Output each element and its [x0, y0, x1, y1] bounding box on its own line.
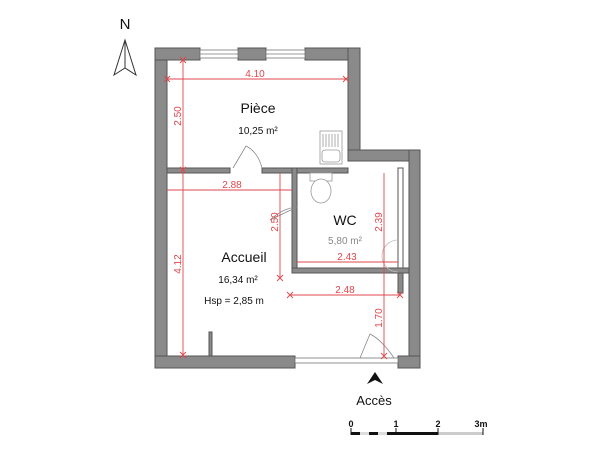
- walls: [154, 47, 421, 369]
- room-area-piece: 10,25 m²: [238, 126, 278, 137]
- dimension-ticks: [163, 56, 404, 360]
- dimension-lines: [167, 60, 400, 356]
- scale-tick-2: 2: [435, 419, 440, 429]
- entrance-label: Accès: [356, 393, 392, 408]
- sink-icon: [381, 239, 399, 273]
- dim-piece-width: 4.10: [245, 69, 265, 80]
- scale-tick-0: 0: [348, 419, 353, 429]
- north-arrow-icon: [113, 38, 137, 77]
- dim-passage: 2.50: [270, 212, 281, 232]
- windows: [199, 49, 399, 364]
- room-height-accueil: Hsp = 2,85 m: [204, 296, 264, 307]
- dim-door-width: 1.70: [374, 308, 385, 328]
- dim-wc-width: 2.43: [337, 252, 357, 263]
- room-name-wc: WC: [333, 212, 356, 228]
- compass-label: N: [120, 16, 131, 33]
- dim-piece-depth: 2.50: [173, 106, 184, 126]
- dim-accueil-depth: 4.12: [173, 254, 184, 274]
- dim-wc-depth: 2.39: [374, 212, 385, 232]
- toilet-icon: [309, 172, 333, 204]
- room-name-accueil: Accueil: [221, 249, 266, 265]
- dim-accueil-width: 2.88: [222, 180, 242, 191]
- entrance-arrow-icon: [367, 372, 383, 384]
- scale-tick-3: 3m: [474, 419, 487, 429]
- room-area-accueil: 16,34 m²: [218, 275, 258, 286]
- kitchenette-icon: [319, 130, 343, 165]
- room-area-wc: 5,80 m²: [328, 236, 363, 247]
- room-name-piece: Pièce: [240, 100, 275, 116]
- scale-bar: [350, 428, 484, 435]
- dim-hall-width: 2.48: [335, 285, 355, 296]
- doors: [232, 145, 395, 359]
- scale-tick-1: 1: [393, 419, 398, 429]
